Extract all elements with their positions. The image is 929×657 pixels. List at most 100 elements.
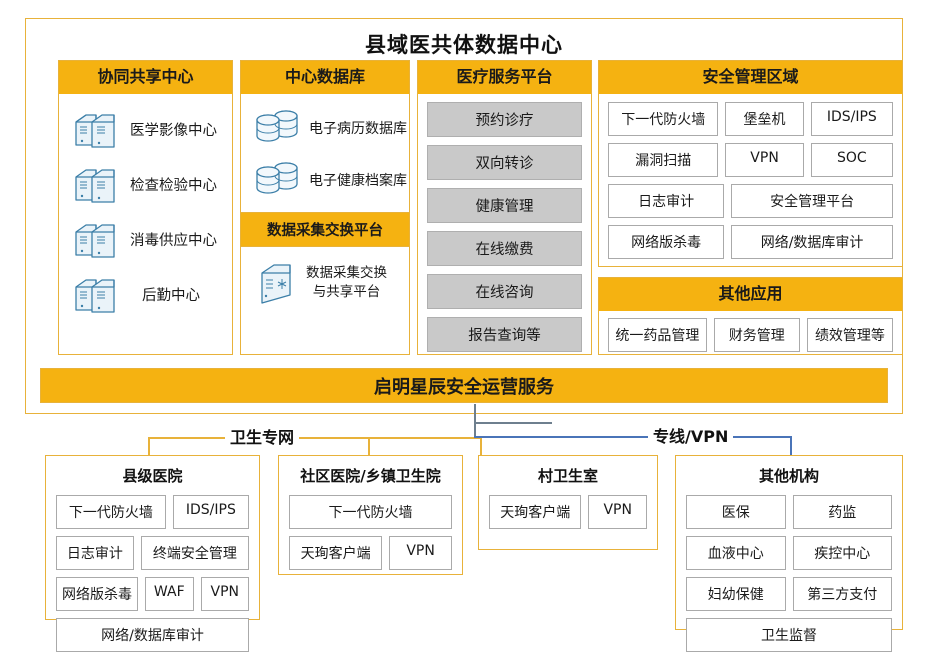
security-chip-next-gen-firewall[interactable]: 下一代防火墙 — [608, 101, 719, 136]
panel-body-central-database: 电子病历数据库 电子健康档案库 数据采 — [241, 94, 409, 314]
list-item-data-exchange[interactable]: 数据采集交换 与共享平台 — [250, 247, 400, 305]
connector-drop-other-org — [790, 436, 792, 455]
community-chip-tianxun-client[interactable]: 天珣客户端 — [289, 536, 383, 570]
panel-body-security: 下一代防火墙 堡垒机 IDS/IPS 漏洞扫描 VPN SOC 日志审计 安全管… — [599, 94, 902, 268]
box-village-clinic: 村卫生室 天珣客户端 VPN — [478, 455, 658, 550]
panel-header-other-apps: 其他应用 — [599, 278, 902, 311]
other-app-chip-finance-management[interactable]: 财务管理 — [713, 317, 800, 352]
security-chip-bastion-host[interactable]: 堡垒机 — [725, 101, 804, 136]
list-item[interactable]: 消毒供应中心 — [68, 212, 223, 267]
village-chip-vpn[interactable]: VPN — [588, 495, 647, 529]
service-item-4[interactable]: 在线咨询 — [427, 273, 582, 309]
security-chip-ids-ips[interactable]: IDS/IPS — [810, 101, 893, 136]
security-chip-network-db-audit[interactable]: 网络/数据库审计 — [731, 224, 893, 259]
server-single-icon — [256, 261, 296, 305]
box-title-village-clinic: 村卫生室 — [537, 467, 598, 485]
chip-row: 卫生监督 — [686, 618, 892, 652]
org-chip-third-party-payment[interactable]: 第三方支付 — [792, 577, 892, 611]
service-item-3[interactable]: 在线缴费 — [427, 230, 582, 266]
list-item-label: 电子病历数据库 — [309, 120, 407, 137]
panel-header-central-database: 中心数据库 — [241, 61, 409, 94]
sub-header-data-exchange-platform: 数据采集交换平台 — [241, 211, 409, 247]
list-item[interactable]: 电子病历数据库 — [250, 102, 407, 154]
list-item-label: 消毒供应中心 — [130, 232, 217, 249]
server-icon — [72, 106, 120, 152]
chip-row: 下一代防火墙 堡垒机 IDS/IPS — [608, 101, 893, 136]
service-item-0[interactable]: 预约诊疗 — [427, 101, 582, 137]
service-item-5[interactable]: 报告查询等 — [427, 316, 582, 352]
county-chip-next-gen-firewall[interactable]: 下一代防火墙 — [56, 495, 166, 529]
security-chip-vpn[interactable]: VPN — [725, 142, 804, 177]
connector-line-dedicated-vpn-horizontal — [474, 436, 792, 438]
connector-gray-horizontal — [474, 422, 552, 424]
chip-row: 血液中心 疾控中心 — [686, 536, 892, 570]
security-chip-log-audit[interactable]: 日志审计 — [608, 183, 725, 218]
org-chip-maternal-child-health[interactable]: 妇幼保健 — [686, 577, 786, 611]
panel-body-other-apps: 统一药品管理 财务管理 绩效管理等 — [599, 311, 902, 360]
org-chip-cdc[interactable]: 疾控中心 — [792, 536, 892, 570]
label-line-2: 与共享平台 — [312, 283, 381, 300]
box-other-organizations: 其他机构 医保 药监 血液中心 疾控中心 妇幼保健 第三方支付 卫生监督 — [675, 455, 903, 652]
org-chip-medical-insurance[interactable]: 医保 — [686, 495, 786, 529]
server-icon — [72, 216, 120, 262]
service-item-1[interactable]: 双向转诊 — [427, 144, 582, 180]
chip-row: 下一代防火墙 — [289, 495, 452, 529]
panel-medical-service-platform: 医疗服务平台 预约诊疗 双向转诊 健康管理 在线缴费 在线咨询 报告查询等 — [417, 60, 592, 355]
chip-row: 漏洞扫描 VPN SOC — [608, 142, 893, 177]
panel-collaboration-sharing-center: 协同共享中心 — [58, 60, 233, 355]
chip-row: 网络/数据库审计 — [56, 618, 249, 652]
other-app-chip-unified-drug-management[interactable]: 统一药品管理 — [608, 317, 707, 352]
security-chip-network-antivirus[interactable]: 网络版杀毒 — [608, 224, 725, 259]
page-title: 县域医共体数据中心 — [365, 33, 563, 57]
service-item-2[interactable]: 健康管理 — [427, 187, 582, 223]
connector-line-health-network-horizontal — [148, 437, 482, 439]
security-chip-soc[interactable]: SOC — [810, 142, 893, 177]
connector-drop-county-hospital — [148, 437, 150, 455]
connector-label-dedicated-vpn: 专线/VPN — [648, 423, 734, 447]
panel-header-collaboration: 协同共享中心 — [59, 61, 232, 94]
box-title-county-hospital: 县级医院 — [122, 467, 183, 485]
other-app-chip-performance-management[interactable]: 绩效管理等 — [806, 317, 893, 352]
county-chip-log-audit[interactable]: 日志审计 — [56, 536, 134, 570]
chip-row: 日志审计 安全管理平台 — [608, 183, 893, 218]
chip-row: 天珣客户端 VPN — [489, 495, 647, 529]
box-title-community-hospital: 社区医院/乡镇卫生院 — [300, 467, 441, 485]
label-line-1: 数据采集交换 — [306, 265, 387, 282]
county-chip-network-db-audit[interactable]: 网络/数据库审计 — [56, 618, 249, 652]
chip-row: 下一代防火墙 IDS/IPS — [56, 495, 249, 529]
panel-security-management-area: 安全管理区域 下一代防火墙 堡垒机 IDS/IPS 漏洞扫描 VPN SOC 日… — [598, 60, 903, 267]
org-chip-drug-administration[interactable]: 药监 — [792, 495, 892, 529]
chip-row: 妇幼保健 第三方支付 — [686, 577, 892, 611]
chip-row: 日志审计 终端安全管理 — [56, 536, 249, 570]
connector-stub-from-banner — [474, 404, 476, 438]
box-community-hospital: 社区医院/乡镇卫生院 下一代防火墙 天珣客户端 VPN — [278, 455, 463, 575]
chip-row: 天珣客户端 VPN — [289, 536, 452, 570]
community-chip-next-gen-firewall[interactable]: 下一代防火墙 — [289, 495, 452, 529]
list-item-label: 后勤中心 — [142, 287, 200, 304]
chip-row: 网络版杀毒 网络/数据库审计 — [608, 224, 893, 259]
chip-row: 统一药品管理 财务管理 绩效管理等 — [608, 317, 893, 352]
list-item[interactable]: 检查检验中心 — [68, 157, 223, 212]
county-chip-ids-ips[interactable]: IDS/IPS — [172, 495, 249, 529]
security-chip-vulnerability-scan[interactable]: 漏洞扫描 — [608, 142, 719, 177]
county-chip-network-antivirus[interactable]: 网络版杀毒 — [56, 577, 139, 611]
county-chip-vpn[interactable]: VPN — [200, 577, 250, 611]
community-chip-vpn[interactable]: VPN — [389, 536, 452, 570]
county-chip-endpoint-security[interactable]: 终端安全管理 — [140, 536, 249, 570]
village-chip-tianxun-client[interactable]: 天珣客户端 — [489, 495, 582, 529]
box-county-hospital: 县级医院 下一代防火墙 IDS/IPS 日志审计 终端安全管理 网络版杀毒 WA… — [45, 455, 260, 652]
panel-other-applications: 其他应用 统一药品管理 财务管理 绩效管理等 — [598, 277, 903, 355]
org-chip-blood-center[interactable]: 血液中心 — [686, 536, 786, 570]
panel-body-medical-service: 预约诊疗 双向转诊 健康管理 在线缴费 在线咨询 报告查询等 — [418, 94, 591, 361]
list-item[interactable]: 后勤中心 — [68, 267, 223, 322]
list-item[interactable]: 电子健康档案库 — [250, 154, 407, 206]
security-operation-service-banner: 启明星辰安全运营服务 — [40, 368, 888, 403]
org-chip-health-supervision[interactable]: 卫生监督 — [686, 618, 892, 652]
county-chip-waf[interactable]: WAF — [145, 577, 194, 611]
list-item[interactable]: 医学影像中心 — [68, 102, 223, 157]
panel-central-database: 中心数据库 电子病历数据库 — [240, 60, 410, 355]
database-icon — [253, 108, 301, 148]
server-icon — [72, 161, 120, 207]
list-item-label: 医学影像中心 — [130, 122, 217, 139]
security-chip-security-management-platform[interactable]: 安全管理平台 — [731, 183, 893, 218]
